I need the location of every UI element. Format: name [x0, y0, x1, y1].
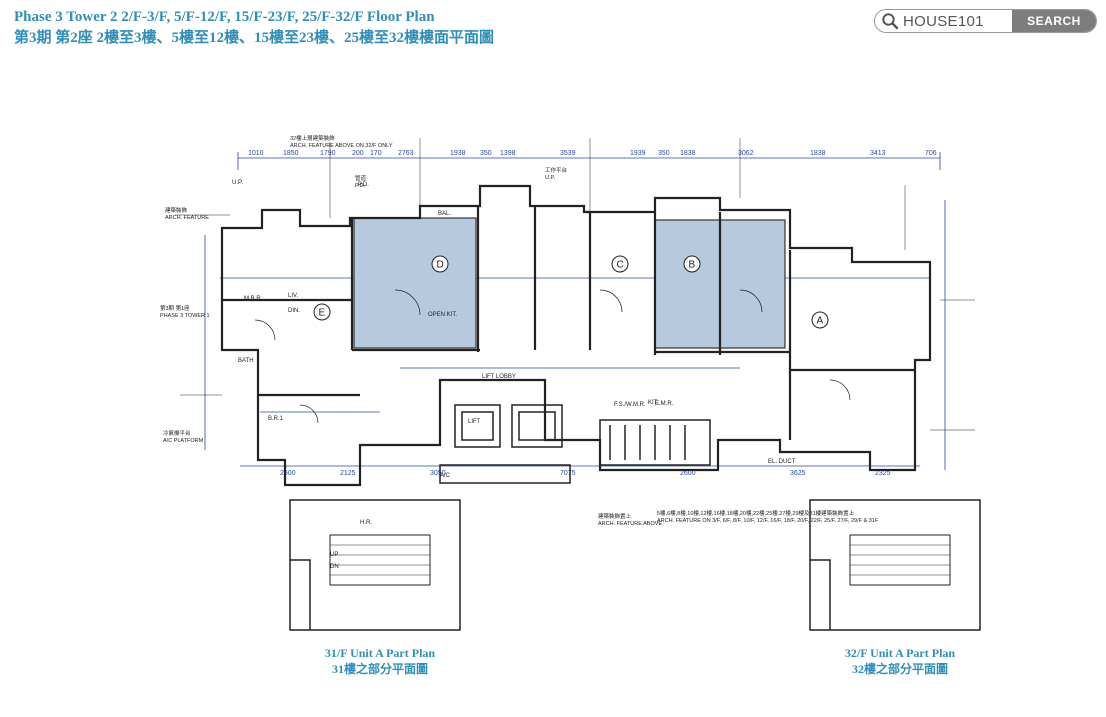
note-label-en: ARCH. FEATURE ABOVE ON 32/F ONLY: [290, 143, 393, 149]
unit-marker-label: B: [689, 260, 696, 271]
note-label-en: A/C PLATFORM: [163, 438, 204, 444]
note-label-en: U.P.: [545, 175, 555, 181]
part-plan-32-caption-zh: 32樓之部分平面圖: [851, 662, 948, 676]
title-block: Phase 3 Tower 2 2/F-3/F, 5/F-12/F, 15/F-…: [14, 7, 494, 49]
lift-core: [439, 404, 711, 484]
room-label: DN: [330, 564, 339, 570]
leader-lines: [175, 138, 975, 431]
room-label: KIT.: [648, 400, 659, 406]
page-title-en: Phase 3 Tower 2 2/F-3/F, 5/F-12/F, 15/F-…: [14, 9, 435, 25]
room-label: DIN.: [288, 308, 300, 314]
part-plan-31-caption-zh: 31樓之部分平面圖: [331, 662, 428, 676]
room-label: F.S./W.M.R.: [614, 402, 646, 408]
unit-marker-label: D: [437, 260, 444, 271]
unit-marker-circle: [313, 303, 331, 321]
dimension-label: 3062: [738, 150, 754, 157]
dimension-label: 200: [352, 150, 364, 157]
note-label-en: PHASE 3 TOWER 1: [160, 313, 210, 319]
search-field[interactable]: HOUSE101: [875, 10, 1012, 32]
dimension-label: 1850: [283, 150, 299, 157]
part-plan-32-caption: 32/F Unit A Part Plan 32樓之部分平面圖: [820, 645, 980, 677]
unit-marker-circle: [811, 311, 829, 329]
part-plan-31: [289, 499, 461, 631]
unit-marker-label: E: [319, 308, 326, 319]
unit-marker-circle: [431, 255, 449, 273]
dimension-label: 706: [925, 150, 937, 157]
dimension-label: 2125: [340, 470, 356, 477]
room-label: U.P.: [232, 180, 243, 186]
search-bar[interactable]: HOUSE101 SEARCH: [874, 9, 1097, 33]
dimension-label: 1398: [500, 150, 516, 157]
dimension-label: 2763: [398, 150, 414, 157]
search-button[interactable]: SEARCH: [1012, 10, 1096, 32]
note-label-zh: 管道: [355, 174, 367, 182]
room-label: H.R.: [360, 520, 372, 526]
page-title-zh: 第3期 第2座 2樓至3樓、5樓至12樓、15樓至23樓、25樓至32樓樓面平面…: [14, 30, 495, 46]
room-label: E.M.R.: [655, 401, 674, 407]
room-label: LIFT: [468, 419, 481, 425]
dimension-label: 1790: [320, 150, 336, 157]
dimension-label: 3050: [430, 470, 446, 477]
dimension-label: 1010: [248, 150, 264, 157]
dimension-label: 350: [480, 150, 492, 157]
part-plan-31-caption-en: 31/F Unit A Part Plan: [324, 646, 436, 660]
dimension-label: 1939: [630, 150, 646, 157]
top-dimension-labels: 1010 1850 1790 200 170 2763 1938 350 1398 3539 193…: [248, 150, 937, 157]
room-label: LIV.: [288, 293, 298, 299]
dimension-label: 1838: [680, 150, 696, 157]
door-swings: [254, 289, 851, 424]
note-label-en: ARCH. FEATURE: [165, 215, 209, 221]
room-label: B.R.1: [268, 416, 284, 422]
note-label-zh: 工作平台: [545, 166, 568, 174]
dimension-label: 2500: [280, 470, 296, 477]
room-label: A/C: [440, 473, 451, 479]
note-label-zh: 第3期 第1座: [160, 304, 190, 312]
room-label: BATH: [238, 358, 254, 364]
dimension-lines: [204, 152, 946, 470]
dimension-label: 3539: [560, 150, 576, 157]
dimension-label: 1838: [810, 150, 826, 157]
note-label-en: P.D.: [355, 183, 365, 189]
part-plan-32-caption-en: 32/F Unit A Part Plan: [844, 646, 956, 660]
room-label: BAL.: [438, 211, 451, 217]
dimension-label: 1938: [450, 150, 466, 157]
note-label-zh: 建築裝飾: [165, 206, 188, 214]
part-plan-32: [809, 499, 981, 631]
part-plan-31-caption: 31/F Unit A Part Plan 31樓之部分平面圖: [300, 645, 460, 677]
note-label-zh: 5樓,6樓,8樓,10樓,12樓,16樓,18樓,20樓,22樓,25樓,27樓…: [657, 509, 855, 517]
dimension-label: 350: [658, 150, 670, 157]
search-text: HOUSE101: [903, 12, 984, 30]
dimension-label: 3625: [790, 470, 806, 477]
room-label: OPEN KIT.: [428, 312, 457, 318]
note-label-en: ARCH. FEATURE ABOVE: [598, 521, 662, 527]
unit-marker-label: C: [617, 260, 624, 271]
search-icon: [882, 13, 899, 30]
unit-markers: E D C B A: [313, 255, 829, 329]
unit-marker-circle: [683, 255, 701, 273]
note-label-en: ARCH. FEATURE ON 3/F, 6/F, 8/F, 10/F, 12…: [657, 518, 879, 524]
dimension-label: 3413: [870, 150, 886, 157]
dimension-label: 7075: [560, 470, 576, 477]
room-label: LIFT LOBBY: [482, 374, 516, 380]
dimension-label: 170: [370, 150, 382, 157]
note-label-zh: 冷氣機平台: [163, 429, 191, 437]
room-label: P.D.: [358, 182, 369, 188]
room-label: EL. DUCT: [768, 459, 796, 465]
unit-marker-label: A: [817, 316, 824, 327]
dimension-label: 2600: [680, 470, 696, 477]
dimension-label: 2325: [875, 470, 891, 477]
bottom-dimension-labels: 2500 2125 3050 7075 2600 3625 2325: [280, 470, 891, 477]
room-label: M.B.R.: [244, 296, 263, 302]
room-labels: M.B.R. LIV. DIN. BATH B.R.1 KIT. OPEN KIT. BAL.…: [232, 180, 796, 570]
walls: [220, 184, 932, 487]
unit-marker-circle: [611, 255, 629, 273]
note-label-zh: 建築裝飾置上: [598, 512, 632, 520]
note-label-zh: 32樓上層建築裝飾: [290, 134, 335, 142]
